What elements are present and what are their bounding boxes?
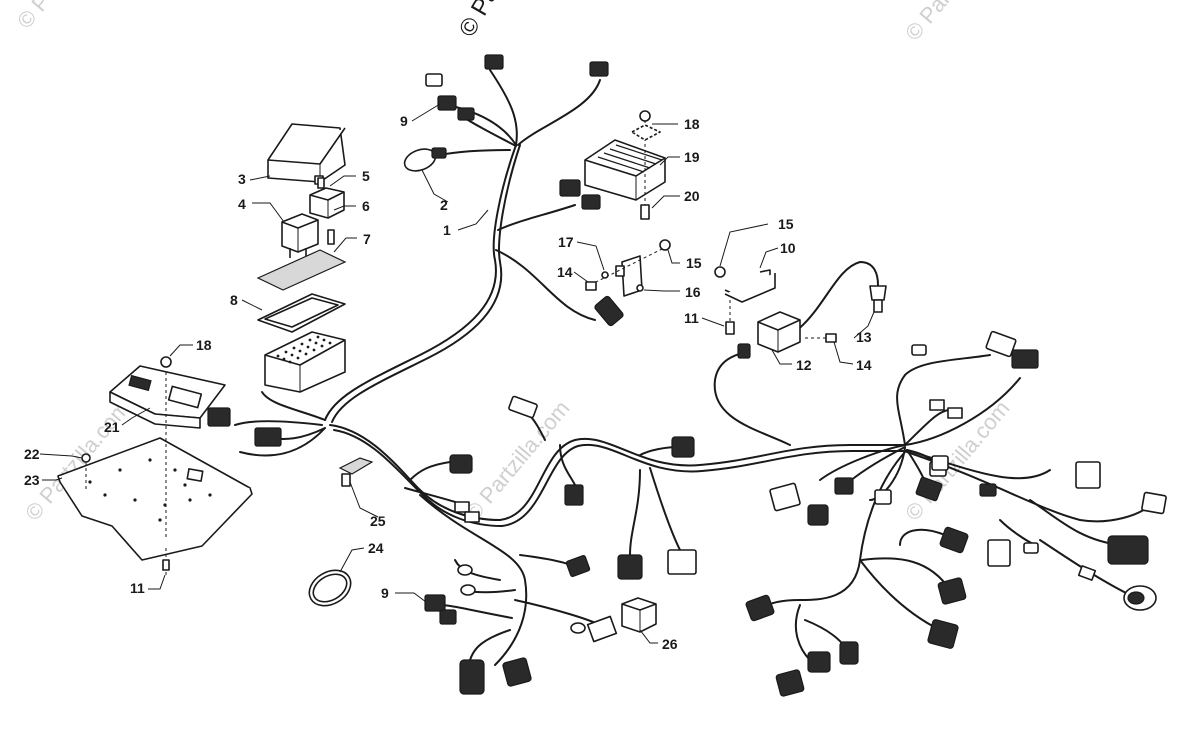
callout-24: 24 — [368, 540, 384, 556]
callout-20: 20 — [684, 188, 700, 204]
callout-14-left: 14 — [557, 264, 573, 280]
bracket-part-16 — [585, 239, 671, 297]
callout-23: 23 — [24, 472, 40, 488]
relay-part-6 — [309, 187, 345, 219]
plate-bolt-lines — [81, 356, 172, 575]
spark-plug-cap-part-13 — [869, 285, 887, 313]
controller-module-part-21 — [109, 365, 282, 447]
callout-6: 6 — [362, 198, 370, 214]
callout-25: 25 — [370, 513, 386, 529]
top-connectors — [425, 54, 609, 121]
callout-16: 16 — [685, 284, 701, 300]
cable-tie-part-24 — [308, 569, 352, 607]
callout-4: 4 — [238, 196, 246, 212]
label-plate-part-7 — [256, 249, 347, 291]
callout-7: 7 — [363, 231, 371, 247]
callout-5: 5 — [362, 168, 370, 184]
callout-17: 17 — [558, 234, 574, 250]
gasket-part-8 — [257, 293, 346, 333]
fuse-part-5 — [317, 177, 325, 189]
callout-10: 10 — [780, 240, 796, 256]
callout-19: 19 — [684, 149, 700, 165]
callout-14-right: 14 — [856, 357, 872, 373]
bracket-part-10 — [714, 266, 776, 335]
callout-1: 1 — [443, 222, 451, 238]
mini-fuse — [327, 229, 335, 245]
ignition-coil-part-12 — [737, 311, 837, 359]
callout-9-top: 9 — [400, 113, 408, 129]
callout-3: 3 — [238, 171, 246, 187]
callout-15-right: 15 — [778, 216, 794, 232]
callout-11-left: 11 — [130, 580, 145, 596]
callout-18-left: 18 — [196, 337, 212, 353]
callout-18-right: 18 — [684, 116, 700, 132]
harness-connectors — [424, 295, 1167, 697]
regulator-part-19 — [559, 139, 666, 210]
callout-9-bottom: 9 — [381, 585, 389, 601]
boot-part-2 — [403, 147, 447, 172]
clip-part-25 — [338, 457, 374, 487]
callout-2: 2 — [440, 197, 448, 213]
callout-12: 12 — [796, 357, 812, 373]
fuse-box-cover-part-3 — [267, 123, 346, 185]
callout-11-right: 11 — [684, 310, 699, 326]
callout-15-left: 15 — [686, 255, 702, 271]
callout-21: 21 — [104, 419, 120, 435]
relay-part-26 — [586, 597, 657, 643]
fuse-block-base — [264, 331, 346, 393]
relay-part-4 — [281, 213, 319, 258]
callout-leaders — [39, 103, 875, 644]
callout-8: 8 — [230, 292, 238, 308]
callout-26: 26 — [662, 636, 678, 652]
mounting-plate-part-23 — [57, 437, 253, 561]
regulator-mount-hardware — [631, 110, 661, 220]
callout-22: 22 — [24, 446, 40, 462]
callout-13: 13 — [856, 329, 872, 345]
